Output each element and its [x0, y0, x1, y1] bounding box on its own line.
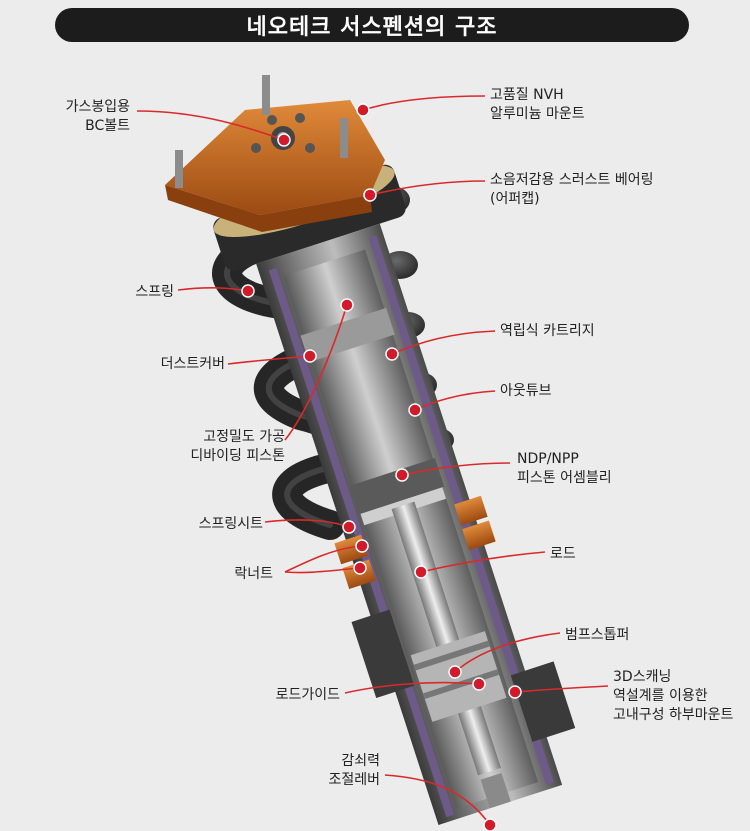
rod-guide-leader	[344, 681, 480, 694]
leader-lines	[136, 95, 609, 826]
piston-leader	[284, 304, 348, 441]
nvh-mount-leader	[362, 95, 486, 111]
cartridge-label: 역립식 카트리지	[500, 323, 595, 339]
rod-dot	[414, 565, 428, 579]
lock-nut-2-leader	[284, 567, 361, 574]
cartridge-leader	[391, 330, 496, 355]
page-title: 네오테크 서스펜션의 구조	[55, 8, 689, 42]
lock-nut-upper-dot	[355, 539, 369, 553]
bump-stopper-dot	[448, 665, 462, 679]
ndp-npp-dot	[395, 468, 409, 482]
rod-guide-label: 로드가이드	[275, 687, 340, 703]
dust-cover-label: 더스트커버	[160, 356, 225, 372]
lock-nut-lower-dot	[353, 561, 367, 575]
callout-dots	[241, 103, 522, 831]
spring-label: 스프링	[135, 284, 174, 300]
spring-dot	[241, 284, 255, 298]
lock-nut-1-leader	[284, 545, 363, 573]
ndp-npp-leader	[401, 462, 511, 476]
bump-stopper-label: 범프스톱퍼	[565, 627, 630, 643]
top-mount	[165, 75, 385, 232]
bump-stopper-leader	[454, 632, 561, 673]
gas-bolt-dot	[277, 133, 291, 147]
lock-nut-label: 락너트	[234, 566, 273, 582]
piston-dot	[340, 298, 354, 312]
cartridge-dot	[385, 347, 399, 361]
rod-leader	[420, 551, 546, 573]
spring-seat-dot	[342, 520, 356, 534]
rod-label: 로드	[550, 546, 576, 562]
thrust-bearing-label: 소음저감용 스러스트 베어링(어퍼캡)	[490, 172, 654, 207]
rod-guide-dot	[472, 677, 486, 691]
gas-bolt-leader	[136, 110, 285, 141]
scanning-leader	[514, 685, 609, 693]
scanning-dot	[508, 685, 522, 699]
damping-lever-dot	[483, 818, 497, 831]
spring-seat-label: 스프링시트	[198, 516, 263, 532]
dust-cover-dot	[303, 349, 317, 363]
thrust-bearing-leader	[369, 180, 486, 196]
out-tube-dot	[408, 403, 422, 417]
nvh-mount-dot	[356, 103, 370, 117]
thrust-bearing-dot	[363, 188, 377, 202]
damping-lever-leader	[384, 774, 491, 826]
out-tube-label: 아웃튜브	[500, 383, 552, 399]
